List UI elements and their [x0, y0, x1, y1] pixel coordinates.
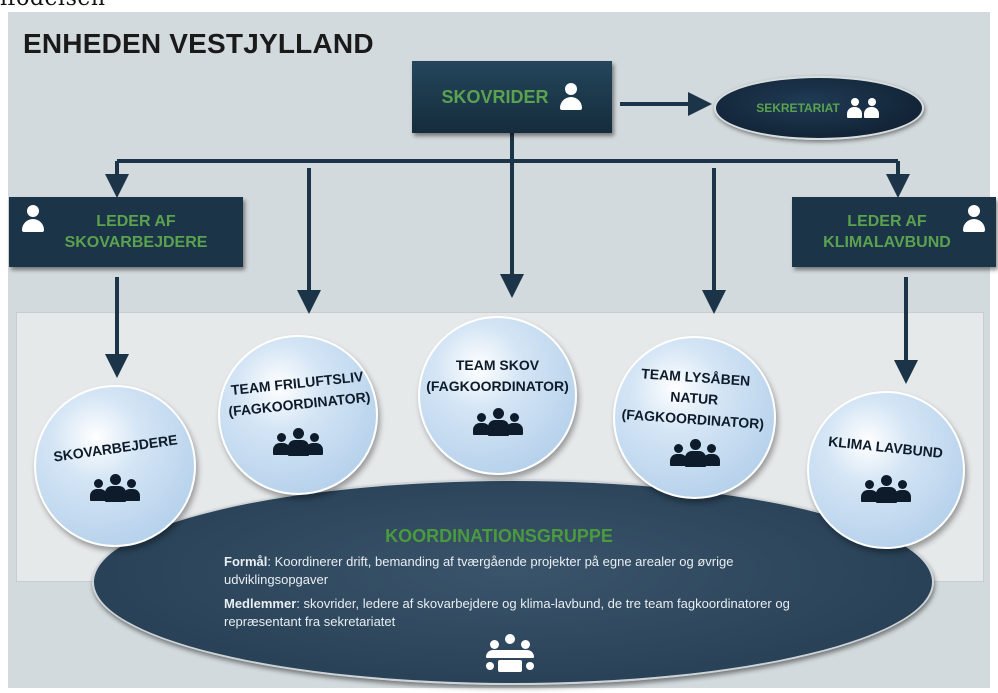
meeting-group-icon	[484, 634, 536, 674]
klima-lavbund-label: KLIMA LAVBUND	[827, 432, 945, 461]
group-icon	[90, 473, 140, 503]
group-icon	[472, 407, 523, 437]
leder-klimalavbund-line1: LEDER AF	[847, 213, 927, 230]
medlemmer-body: : skovrider, ledere af skovarbejdere og …	[224, 596, 790, 629]
team-skov-line2: (FAGKOORDINATOR)	[426, 377, 569, 394]
leder-klimalavbund-line2: KLIMALAVBUND	[823, 234, 951, 251]
group-icon	[669, 438, 720, 468]
cut-off-caption: ifodelsen	[0, 0, 106, 11]
leder-skovarbejdere-line1: LEDER AF	[96, 213, 176, 230]
leder-skovarbejdere-line2: SKOVARBEJDERE	[64, 234, 208, 251]
group-icon	[273, 427, 323, 457]
medlemmer-text: Medlemmer: skovrider, ledere af skovarbe…	[224, 595, 804, 631]
formaal-text: Formål: Koordinerer drift, bemanding af …	[224, 553, 804, 589]
sekretariat-oval: SEKRETARIAT	[714, 76, 924, 140]
sekretariat-label: SEKRETARIAT	[756, 101, 840, 115]
medlemmer-label: Medlemmer	[224, 596, 297, 611]
formaal-body: : Koordinerer drift, bemanding af tværgå…	[224, 554, 734, 587]
leder-klimalavbund-box: LEDER AF KLIMALAVBUND	[792, 197, 996, 267]
klima-lavbund-bubble: KLIMA LAVBUND	[807, 391, 965, 549]
team-lysaaben-bubble: TEAM LYSÅBEN NATUR (FAGKOORDINATOR)	[613, 336, 776, 499]
team-friluftsliv-bubble: TEAM FRILUFTSLIV (FAGKOORDINATOR)	[218, 335, 378, 495]
koordinationsgruppe-title: KOORDINATIONSGRUPPE	[385, 526, 613, 546]
person-icon	[559, 83, 583, 111]
formaal-label: Formål	[224, 554, 268, 569]
team-skov-bubble: TEAM SKOV (FAGKOORDINATOR)	[418, 316, 577, 475]
leder-skovarbejdere-box: LEDER AF SKOVARBEJDERE	[9, 197, 243, 267]
group-icon	[846, 97, 882, 119]
skovrider-label: SKOVRIDER	[441, 86, 549, 107]
skovarbejdere-label: SKOVARBEJDERE	[51, 430, 178, 465]
page-title: ENHEDEN VESTJYLLAND	[23, 28, 374, 59]
person-icon	[21, 205, 45, 233]
group-icon	[861, 474, 911, 504]
skovarbejdere-bubble: SKOVARBEJDERE	[34, 385, 196, 547]
skovrider-box: SKOVRIDER	[412, 61, 612, 133]
person-icon	[962, 205, 986, 233]
team-skov-line1: TEAM SKOV	[455, 356, 540, 373]
